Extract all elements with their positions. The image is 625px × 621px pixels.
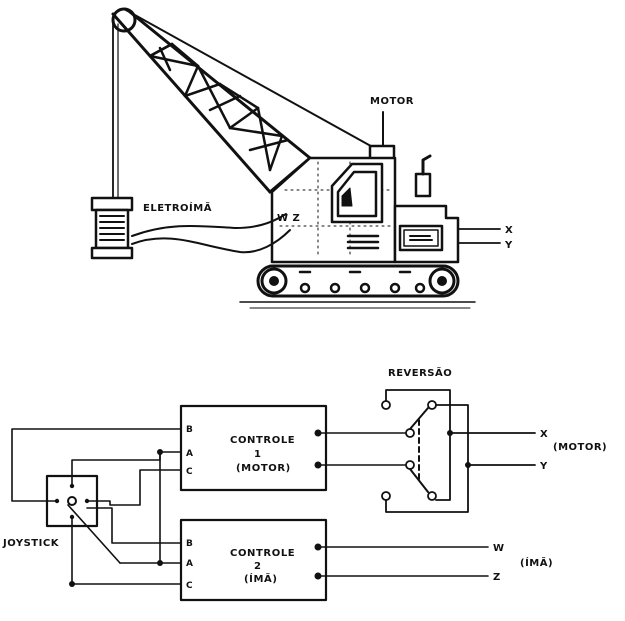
output-x-label: X (540, 429, 548, 440)
ima-note-label: (ÍMÃ) (520, 556, 553, 569)
boom-pendant (123, 8, 379, 151)
crane-boom (111, 10, 312, 194)
cab-window (336, 170, 378, 218)
controle-2-subtitle: (ÍMÃ) (244, 572, 278, 585)
crane-cab (330, 162, 384, 224)
controle-1-number: 1 (254, 449, 262, 460)
electromagnet-label: ELETROÍMÃ (143, 201, 212, 214)
controle-1-subtitle: (MOTOR) (236, 463, 291, 474)
boom-lattice (148, 42, 290, 172)
reversal-switch (381, 389, 536, 513)
controle-1-title: CONTROLE (230, 435, 295, 446)
crawler-track (256, 264, 460, 298)
wiring-schematic (11, 389, 536, 602)
wz-terminal-label: W Z (277, 213, 300, 224)
controle-1-block (179, 404, 328, 492)
output-y-label: Y (539, 461, 548, 472)
output-w-label: W (493, 543, 505, 554)
crane-y-label: Y (504, 240, 513, 251)
joystick-label: JOYSTICK (2, 538, 60, 549)
magnet-power-cable (131, 213, 287, 237)
electromagnet (90, 196, 134, 260)
exhaust-stack (414, 172, 432, 198)
controle-1-pin-b: B (186, 425, 193, 435)
motor-label: MOTOR (370, 96, 414, 107)
controle-2-title: CONTROLE (230, 548, 295, 559)
controle-1-pin-c: C (186, 467, 193, 477)
controle-1-pin-a: A (186, 449, 193, 459)
controle-2-block (179, 518, 328, 602)
controle-2-pin-c: C (186, 581, 193, 591)
reversal-label: REVERSÃO (388, 366, 452, 379)
controle-2-pin-a: A (186, 559, 193, 569)
engine-panel (398, 224, 444, 252)
output-z-label: Z (493, 572, 501, 583)
crane-x-label: X (505, 225, 513, 236)
controle-2-pin-b: B (186, 539, 193, 549)
controle-2-number: 2 (254, 561, 262, 572)
crane-illustration (90, 7, 501, 309)
motor-note-label: (MOTOR) (553, 442, 607, 453)
